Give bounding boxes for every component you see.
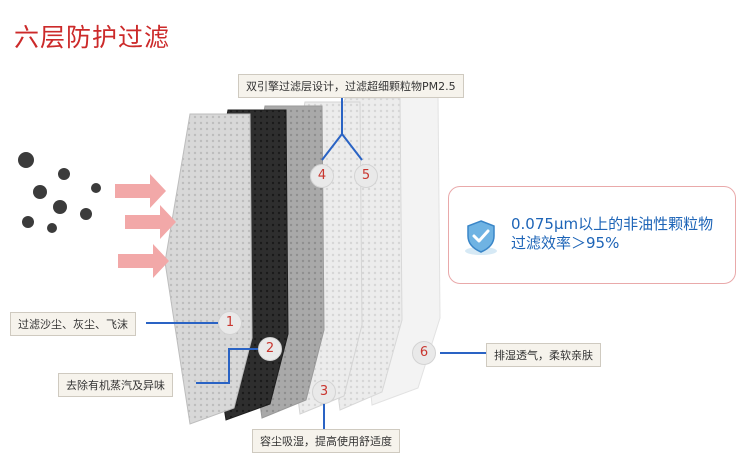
layer-number-5: 5 — [354, 164, 378, 188]
airflow-arrows — [115, 174, 176, 278]
label-layer-6: 排湿透气，柔软亲肤 — [486, 343, 601, 367]
line-layer-2a — [196, 382, 228, 384]
shield-check-icon — [465, 220, 497, 255]
layer-number-4: 4 — [310, 164, 334, 188]
label-layer-3: 容尘吸湿，提高使用舒适度 — [252, 429, 400, 453]
label-layer-2: 去除有机蒸汽及异味 — [58, 373, 173, 397]
layer-number-3: 3 — [312, 380, 336, 404]
line-layer-2c — [228, 348, 258, 350]
info-line-2: 过滤效率＞95% — [511, 234, 620, 252]
layer-number-6: 6 — [412, 341, 436, 365]
filtration-info-card: 0.075μm以上的非油性颗粒物 过滤效率＞95% — [448, 186, 736, 284]
info-line-1: 0.075μm以上的非油性颗粒物 — [511, 215, 714, 233]
line-layer-3 — [323, 403, 325, 429]
layer-number-1: 1 — [218, 311, 242, 335]
line-layer-6 — [440, 352, 486, 354]
label-engine-design: 双引擎过滤层设计，过滤超细颗粒物PM2.5 — [238, 74, 464, 98]
particles — [18, 152, 101, 233]
layer-number-2: 2 — [258, 337, 282, 361]
label-layer-1: 过滤沙尘、灰尘、飞沫 — [10, 312, 136, 336]
line-layer-2b — [228, 348, 230, 384]
page-title: 六层防护过滤 — [14, 23, 171, 52]
line-layer-1 — [146, 322, 218, 324]
